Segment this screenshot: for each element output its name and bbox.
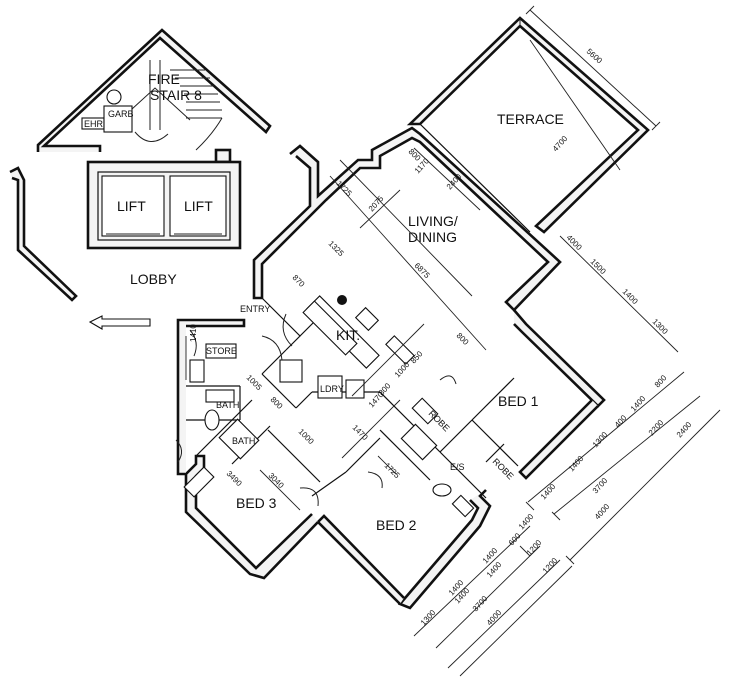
dim-870: 870 [291, 273, 307, 289]
wet-areas: STORE BATH BATH E/S ROBE ROBE [183, 343, 516, 518]
laundry-label: LDRY [320, 384, 344, 394]
lift-label-left: LIFT [117, 198, 146, 214]
entry-arrow-icon [88, 315, 151, 330]
bed2-label: BED 2 [376, 517, 417, 533]
cooktop-icon [337, 295, 347, 305]
ensuite-label: E/S [450, 462, 465, 472]
lift-core: LIFT LIFT [86, 160, 242, 250]
dim-1300a: 1300 [651, 317, 670, 336]
shower-icon [400, 423, 438, 461]
garb-room [103, 105, 133, 133]
dim-1725b: 1725 [383, 461, 402, 480]
dim-800c: 800 [269, 395, 285, 411]
dim-1005: 1005 [245, 373, 264, 392]
dim-1410: 1410 [189, 324, 198, 342]
living-label-1: LIVING/ [408, 213, 458, 229]
dim-e2200: 2200 [647, 418, 666, 438]
dim-f1200b: 1200 [541, 556, 560, 576]
ensuite-toilet-icon [432, 483, 452, 497]
dim-3490: 3490 [225, 469, 244, 488]
dim-e1400c: 1400 [539, 482, 558, 502]
dim-1400a: 1400 [621, 287, 640, 306]
room-labels: LIVING/ DINING BED 1 BED 2 BED 3 [236, 213, 539, 533]
bath-label: BATH [216, 400, 239, 410]
lift-label-right: LIFT [184, 198, 213, 214]
dryer-icon [345, 379, 365, 399]
dim-f3700: 3700 [471, 594, 490, 614]
store-label: STORE [206, 346, 237, 356]
dim-3040: 3040 [267, 471, 286, 490]
fire-stair-label-2: STAIR 8 [150, 87, 202, 103]
dim-800b: 800 [455, 331, 471, 347]
dim-1325: 1325 [327, 239, 346, 258]
dim-2075: 2075 [367, 194, 386, 214]
dim-e1400d: 1400 [517, 512, 536, 532]
entry-label: ENTRY [240, 304, 270, 314]
dimension-lines [185, 5, 721, 677]
bath2-label: BATH [232, 436, 255, 446]
living-label-2: DINING [408, 229, 457, 245]
lobby-label: LOBBY [130, 271, 177, 287]
dim-1000b: 1000 [393, 360, 412, 380]
garb-bin-icon [106, 89, 122, 105]
dim-e2400: 2400 [675, 420, 694, 440]
fridge [279, 359, 303, 383]
lobby: LOBBY [9, 166, 177, 330]
sink-icon [354, 306, 380, 332]
bathtub-icon [218, 418, 260, 460]
fire-stair-label-1: FIRE [148, 71, 180, 87]
terrace: TERRACE [406, 16, 650, 234]
bed3-label: BED 3 [236, 495, 277, 511]
washer-icon [317, 375, 343, 399]
dim-e1300: 1300 [591, 430, 610, 450]
apartment-walls [176, 126, 606, 610]
vanity-icon [205, 389, 235, 403]
fire-stair: FIRE STAIR 8 GARB EHR [36, 28, 272, 164]
terrace-label: TERRACE [497, 111, 564, 127]
dim-e3700a: 3700 [591, 476, 610, 496]
dim-1000: 1000 [297, 427, 316, 446]
dim-f1300: 1300 [419, 608, 438, 628]
dim-f600: 600 [507, 531, 523, 547]
dim-terrace-depth: 4700 [551, 134, 570, 154]
dim-850: 850 [409, 349, 425, 365]
ehr-label: EHR [84, 119, 104, 129]
kitchen: KIT. LDRY ENTRY [240, 295, 415, 399]
door-swings [175, 329, 457, 507]
dim-e4000a: 4000 [593, 502, 612, 522]
kitchen-label: KIT. [336, 327, 360, 343]
dim-e400: 400 [613, 413, 629, 429]
toilet-icon [204, 409, 220, 431]
garb-label: GARB [108, 109, 134, 119]
dim-f1200: 1200 [525, 538, 544, 558]
bed1-label: BED 1 [498, 393, 539, 409]
